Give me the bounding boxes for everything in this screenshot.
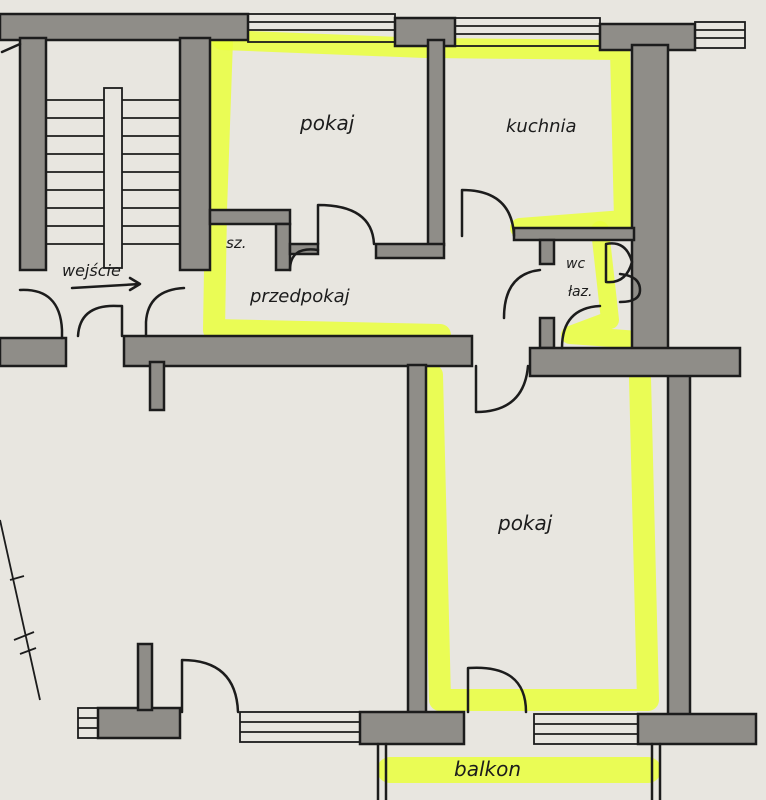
window-top-1: [247, 13, 396, 43]
wall-middle: [122, 334, 474, 368]
door-entrance-center: [76, 304, 124, 338]
labels: pokaj kuchnia sz. przedpokaj wejście wc …: [62, 111, 592, 781]
door-room-left-bottom: [180, 658, 240, 714]
wall-middle-right: [528, 346, 742, 378]
wall-right-lower: [666, 368, 692, 717]
arrow-icon: [70, 276, 142, 292]
wall-bottom-stub: [136, 642, 154, 712]
door-kitchen: [460, 188, 516, 238]
walls: [0, 12, 758, 800]
wall-room-top-bottom-left: [208, 208, 292, 226]
toilet-icon: [604, 242, 634, 284]
wall-room-top-stub: [274, 222, 292, 272]
wall-top-mid: [393, 16, 457, 48]
wall-bottom-left: [96, 706, 182, 740]
wall-top-left: [0, 12, 250, 42]
wall-right: [630, 43, 670, 362]
label-entrance: wejście: [62, 261, 121, 280]
label-closet: sz.: [226, 234, 246, 252]
door-hall-bottom: [474, 364, 530, 414]
highlight-room-bottom: [421, 364, 659, 711]
door-room-top: [316, 203, 376, 246]
label-kitchen: kuchnia: [506, 116, 577, 137]
fixtures: [70, 242, 642, 304]
wall-room-kitchen: [426, 38, 446, 247]
highlight-room-top-and-kitchen: [212, 30, 634, 238]
wall-lower-divider: [406, 363, 428, 717]
wall-wc-left-top: [538, 238, 556, 266]
door-room-bottom: [466, 666, 528, 714]
window-top-2: [454, 17, 601, 47]
staircase: [46, 87, 180, 269]
wall-outer-left-curve: [0, 42, 22, 54]
door-bath: [560, 304, 602, 350]
wall-stair-left: [18, 36, 48, 272]
wall-wc-left-bottom: [538, 316, 556, 350]
label-room-bottom: pokaj: [497, 511, 553, 535]
door-closet: [288, 248, 320, 272]
label-hall: przedpokaj: [249, 286, 350, 307]
window-bottom-3: [533, 713, 639, 745]
wall-middle-stub: [148, 360, 166, 412]
door-wc: [502, 268, 542, 320]
wall-stair-right: [178, 36, 212, 272]
window-bottom-1: [77, 707, 99, 739]
label-bath: łaz.: [568, 284, 592, 300]
sink-icon: [618, 272, 642, 304]
wall-middle-left: [0, 336, 68, 368]
label-room-top: pokaj: [299, 111, 355, 135]
door-entrance-right: [144, 286, 186, 338]
doors: [18, 188, 602, 714]
label-balcony: balkon: [454, 757, 521, 781]
window-top-3: [694, 21, 746, 49]
door-entrance-left: [18, 288, 64, 340]
wall-room-top-bottom-right: [374, 242, 446, 260]
wall-kitchen-bottom: [512, 226, 636, 242]
label-wc: wc: [566, 256, 585, 272]
wall-bottom-right: [636, 712, 758, 746]
wall-bottom-mid: [358, 710, 466, 746]
edge-marks: [0, 519, 41, 701]
window-bottom-2: [239, 711, 361, 743]
